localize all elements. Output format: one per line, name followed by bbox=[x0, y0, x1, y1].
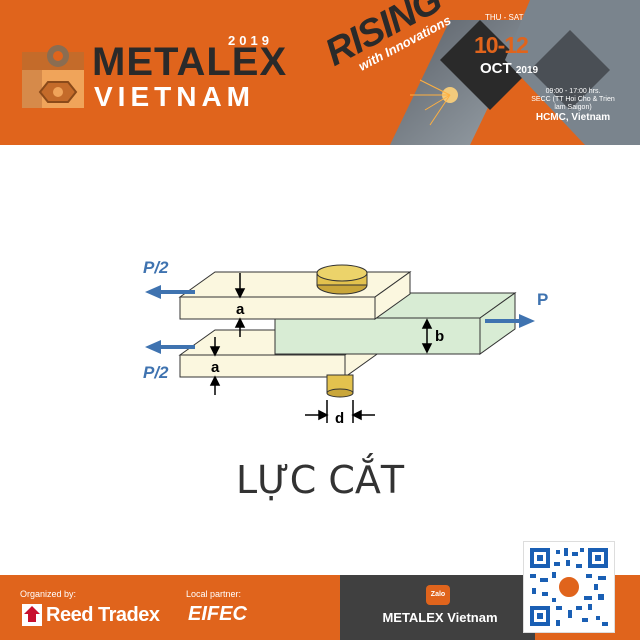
dim-a-bottom-arrows bbox=[209, 337, 221, 395]
partner-name: EIFEC bbox=[188, 603, 247, 625]
bolt-head bbox=[316, 264, 368, 295]
dim-a-top-arrows bbox=[234, 273, 246, 337]
partner-label: Local partner: bbox=[186, 589, 242, 599]
qr-code[interactable] bbox=[523, 541, 615, 633]
bolt-shank bbox=[326, 374, 354, 398]
event-month-name: OCT bbox=[480, 60, 512, 77]
event-venue: 09:00 - 17:00 hrs. SECC (TT Hoi Cho & Tr… bbox=[528, 88, 618, 123]
dim-b-arrows bbox=[421, 318, 433, 354]
metalex-logo-icon bbox=[22, 45, 84, 108]
force-label-top: P/2 bbox=[143, 258, 169, 277]
dim-label-a-bottom: a bbox=[211, 359, 220, 376]
event-city: HCMC, Vietnam bbox=[535, 112, 611, 123]
dim-d-arrows bbox=[305, 400, 375, 423]
force-label-bottom: P/2 bbox=[143, 363, 169, 382]
brand-subtitle: VIETNAM bbox=[94, 81, 255, 112]
shear-force-diagram: P/2 P/2 P a a b d bbox=[143, 258, 548, 427]
organizer-label: Organized by: bbox=[20, 589, 77, 599]
force-arrow-right bbox=[485, 314, 535, 328]
event-location: SECC (TT Hoi Cho & Trien lam Saigon) bbox=[531, 96, 615, 111]
dim-label-a-top: a bbox=[236, 301, 245, 318]
caption-title: LỰC CẮT bbox=[235, 458, 405, 502]
organizer-name: Reed Tradex bbox=[46, 604, 160, 626]
dim-label-d: d bbox=[335, 410, 344, 427]
header-banner: 2019 METALEX VIETNAM RISING with Innovat… bbox=[0, 0, 640, 145]
zalo-icon[interactable]: Zalo bbox=[426, 585, 450, 605]
reed-tradex-logo-icon bbox=[22, 604, 42, 626]
force-arrow-top bbox=[145, 285, 195, 299]
dim-label-b: b bbox=[435, 328, 444, 345]
top-plate bbox=[178, 271, 412, 320]
event-hours: 09:00 - 17:00 hrs. bbox=[545, 88, 601, 95]
event-month: OCT 2019 bbox=[480, 60, 538, 77]
brand-title: METALEX bbox=[92, 40, 288, 84]
event-dates: 10-12 bbox=[474, 32, 529, 58]
banner-artwork bbox=[390, 0, 640, 145]
event-year: 2019 bbox=[515, 65, 539, 76]
brand-year: 2019 bbox=[228, 33, 273, 48]
event-days: THU - SAT bbox=[485, 13, 524, 22]
force-arrow-bottom bbox=[145, 340, 195, 354]
zalo-account-name[interactable]: METALEX Vietnam bbox=[382, 610, 498, 625]
force-label-right: P bbox=[537, 290, 548, 309]
